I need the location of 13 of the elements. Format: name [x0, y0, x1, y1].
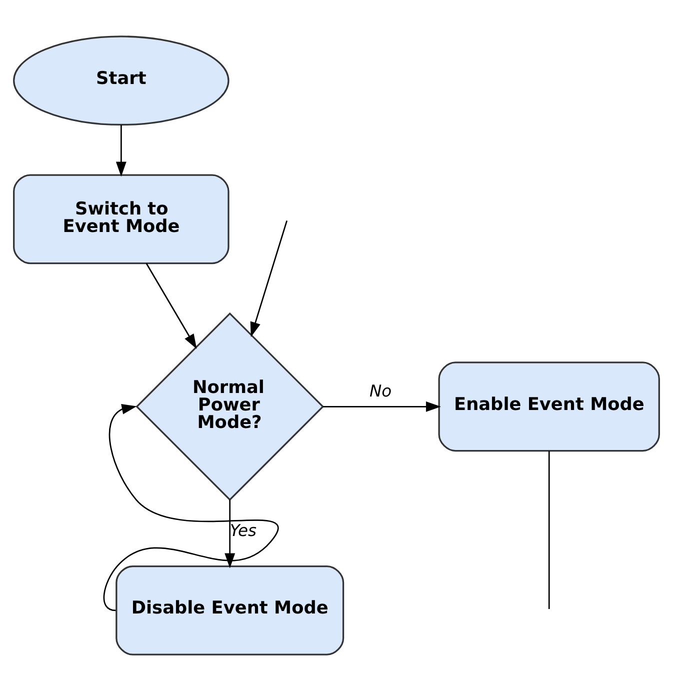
node-box: Enable Event Mode	[438, 361, 660, 452]
node-box: Disable Event Mode	[116, 564, 344, 655]
arrow	[250, 220, 288, 337]
arrow	[116, 124, 126, 176]
arrow	[146, 262, 197, 349]
edge-label: No	[369, 381, 392, 400]
edge-label: Yes	[230, 520, 257, 540]
node-diamond: Normal Power Mode?	[136, 312, 324, 500]
node-ellipse: Start	[13, 35, 230, 126]
arrow	[224, 499, 236, 568]
connector	[548, 450, 550, 608]
arrow	[323, 400, 441, 412]
node-box: Switch to Event Mode	[13, 174, 230, 264]
